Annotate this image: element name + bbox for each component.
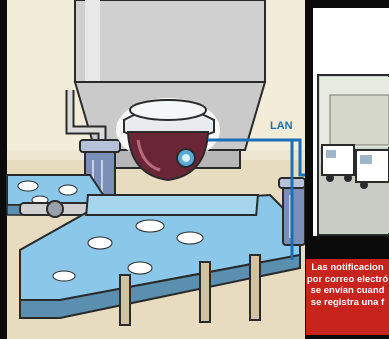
monitor-panel	[313, 8, 389, 236]
lan-label: LAN	[270, 120, 293, 132]
notification-text: Las notificacion por correo electró se e…	[306, 262, 389, 332]
notification-line: se envían cuand	[306, 285, 389, 297]
factory-panel	[7, 0, 318, 339]
notification-line: por correo electró	[306, 274, 389, 286]
pusher-arm	[20, 201, 90, 217]
notification-line: se registra una f	[306, 297, 389, 309]
notification-line: Las notificacion	[306, 262, 389, 274]
